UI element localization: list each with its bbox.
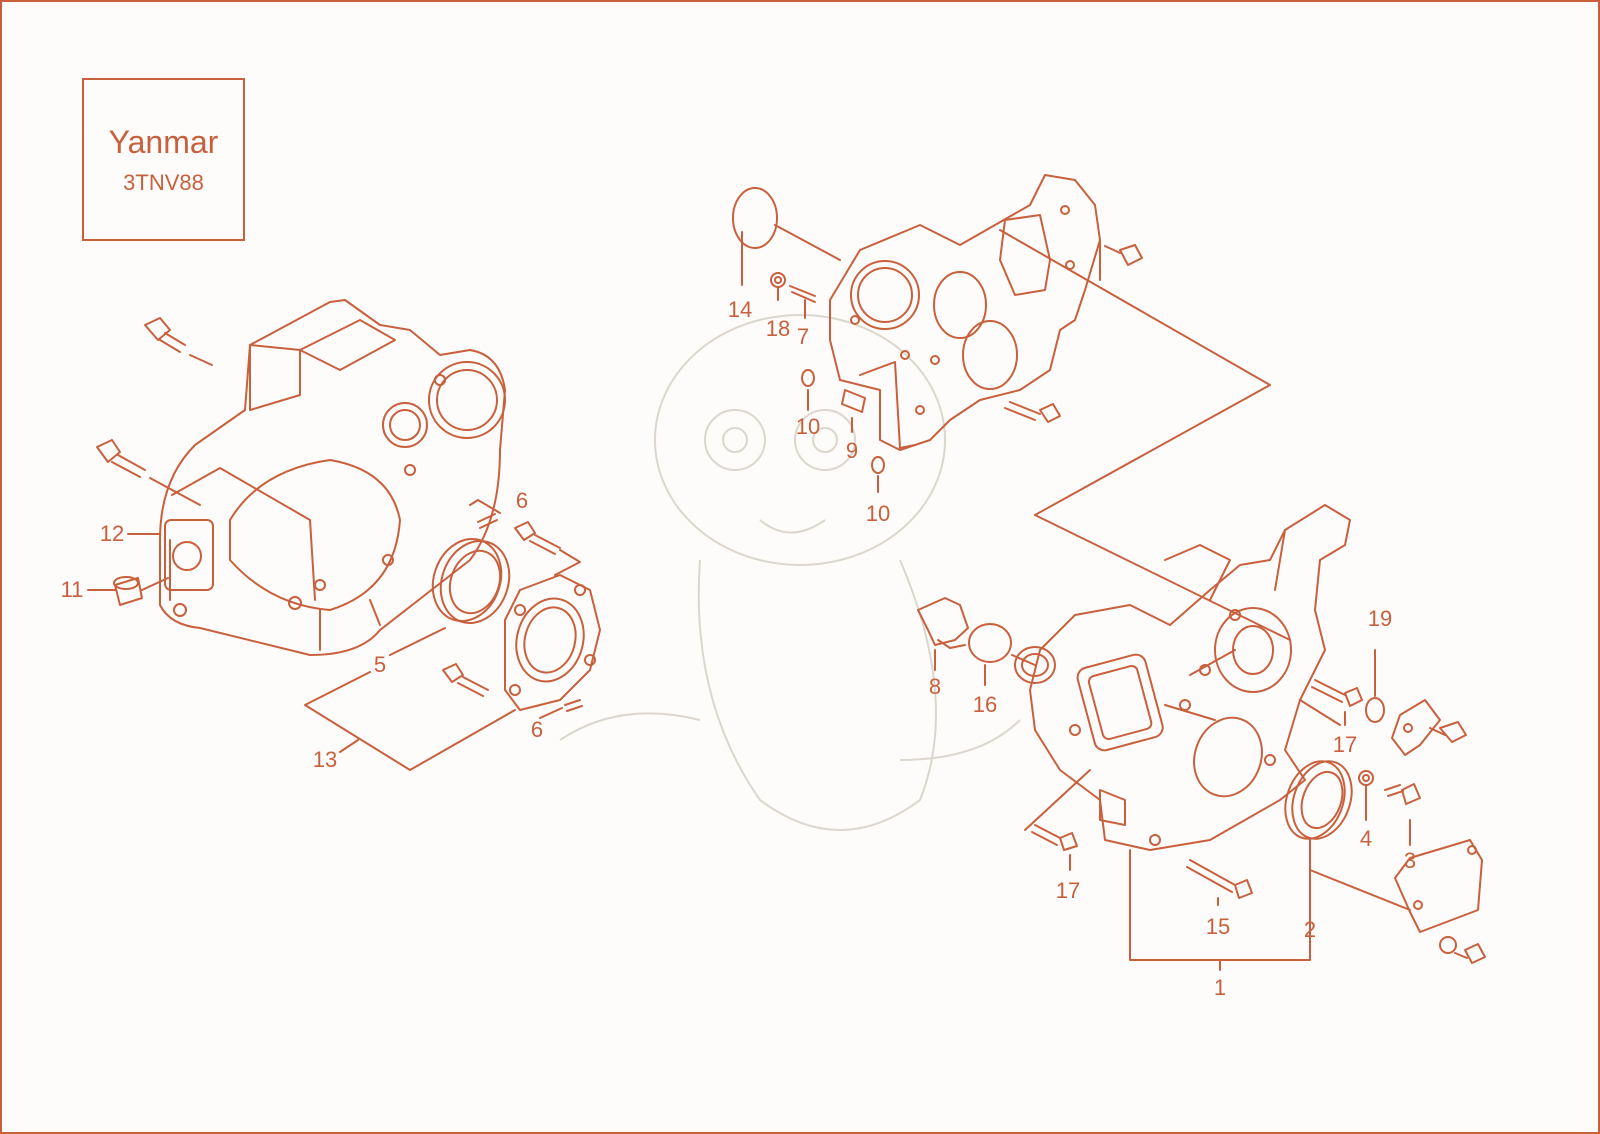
seal-retainer	[504, 574, 601, 711]
stud	[789, 285, 816, 303]
front-gear-cover	[1014, 504, 1351, 851]
front-oil-seal	[1284, 760, 1353, 840]
stud-nut	[770, 272, 786, 288]
bolt-plate-lower	[1439, 936, 1486, 964]
bolt-17-left	[1031, 824, 1078, 851]
o-ring-19	[1365, 697, 1385, 723]
title-block: Yanmar 3TNV88	[82, 78, 245, 241]
front-plate	[1394, 839, 1483, 933]
watermark-mascot	[559, 314, 1021, 831]
callout-10-upper: 10	[796, 414, 820, 439]
callout-17-left: 17	[1056, 878, 1080, 903]
gear-case-plate	[829, 174, 1101, 451]
callout-14: 14	[728, 297, 752, 322]
o-ring-upper	[801, 369, 815, 387]
callout-17-right: 17	[1333, 732, 1357, 757]
brand-label: Yanmar	[108, 123, 219, 160]
oil-filler-cap	[917, 597, 969, 649]
callout-6-upper: 6	[516, 488, 528, 513]
housing-bolt-lower	[96, 439, 201, 506]
leader-1	[1129, 839, 1311, 971]
bolt-17-right	[1311, 679, 1363, 707]
drain-plug	[113, 576, 169, 606]
callout-10-lower: 10	[866, 501, 890, 526]
retainer-bolt-lower	[442, 663, 489, 697]
disc-plug-gasket	[732, 187, 778, 249]
retainer-bolt-upper	[514, 521, 581, 576]
guide-lines-right	[1024, 699, 1411, 911]
callout-12: 12	[100, 521, 124, 546]
gear-case-bolt-lower	[1004, 401, 1061, 423]
dowel-pin-upper	[477, 513, 498, 529]
callout-19: 19	[1368, 606, 1392, 631]
leaders-top	[741, 231, 879, 493]
callout-18: 18	[766, 316, 790, 341]
callout-15: 15	[1206, 914, 1230, 939]
callout-9: 9	[846, 438, 858, 463]
callout-13: 13	[313, 747, 337, 772]
callout-11: 11	[61, 577, 84, 602]
o-ring-lower	[871, 456, 885, 474]
callout-7: 7	[797, 324, 809, 349]
bolt-3	[1384, 783, 1421, 805]
dowel-sleeve	[841, 389, 866, 413]
callout-labels: 1 2 3 4 5 6 6 7 8 9 10 10 11 12 13 14 15…	[61, 297, 1417, 1000]
callout-8: 8	[929, 674, 941, 699]
housing-bolt-upper	[144, 317, 213, 366]
oil-seal-rear	[431, 537, 511, 625]
filler-cap-gasket	[968, 623, 1012, 663]
flywheel-housing	[159, 299, 506, 656]
cover-bolt	[1429, 721, 1467, 743]
leader-5	[389, 627, 446, 656]
model-label: 3TNV88	[123, 169, 204, 195]
leader-6a	[469, 499, 501, 514]
callout-16: 16	[973, 692, 997, 717]
callout-2: 2	[1304, 917, 1316, 942]
callout-1: 1	[1214, 975, 1226, 1000]
leader-6b	[539, 707, 563, 719]
dowel-pin-lower	[564, 699, 583, 712]
leader-13	[304, 671, 516, 771]
callout-4: 4	[1360, 826, 1372, 851]
gear-case-bolt-upper	[1099, 239, 1143, 281]
callout-6-lower: 6	[531, 717, 543, 742]
blanking-cover	[1391, 699, 1441, 756]
callout-5: 5	[374, 652, 386, 677]
callout-3: 3	[1404, 848, 1416, 873]
bolt-15	[1186, 859, 1253, 899]
washer-4	[1358, 770, 1374, 786]
assembly-path-line	[999, 229, 1291, 641]
